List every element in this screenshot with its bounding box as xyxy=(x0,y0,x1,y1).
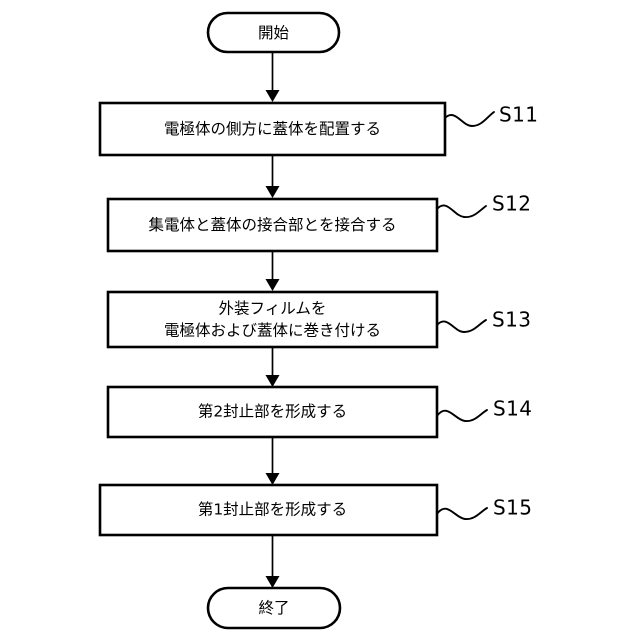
process-label-s13-line2: 電極体および蓋体に巻き付ける xyxy=(164,322,381,340)
end-terminal-label: 終了 xyxy=(258,599,289,617)
process-label-s15: 第1封止部を形成する xyxy=(198,501,347,519)
step-label-s13: S13 xyxy=(492,308,531,332)
process-label-s13-line1: 外装フィルムを xyxy=(219,300,327,318)
start-terminal-shape xyxy=(206,11,341,54)
step-label-s15: S15 xyxy=(493,496,532,520)
connector-s12-to-s13 xyxy=(265,251,280,291)
leader-line-s13 xyxy=(436,319,487,333)
connector-s13-to-s14 xyxy=(265,347,280,387)
arrow-head-icon xyxy=(265,375,280,387)
start-terminal-label: 開始 xyxy=(258,24,290,42)
arrow-head-icon xyxy=(265,473,280,485)
process-node-s11[interactable]: 電極体の側方に蓋体を配置する S11 xyxy=(98,101,538,157)
connector-s14-to-s15 xyxy=(265,437,280,485)
process-box-s13 xyxy=(106,290,439,349)
connector-s11-to-s12 xyxy=(265,155,280,198)
step-label-s12: S12 xyxy=(492,192,531,216)
process-label-s14: 第2封止部を形成する xyxy=(198,403,347,421)
process-box-s11 xyxy=(98,101,447,157)
process-node-s14[interactable]: 第2封止部を形成する S14 xyxy=(106,385,532,439)
process-label-s12: 集電体と蓋体の接合部とを接合する xyxy=(148,216,396,234)
leader-line-s15 xyxy=(436,507,488,520)
start-terminal-node[interactable]: 開始 xyxy=(206,11,341,54)
arrow-head-icon xyxy=(265,279,280,291)
leader-line-s14 xyxy=(436,409,488,422)
arrow-head-icon xyxy=(265,576,280,588)
connector-start-to-s11 xyxy=(265,52,280,102)
connector-s15-to-end xyxy=(265,535,280,588)
process-label-s11: 電極体の側方に蓋体を配置する xyxy=(164,120,381,138)
step-label-s11: S11 xyxy=(499,103,538,127)
step-label-s14: S14 xyxy=(493,397,532,421)
end-terminal-node[interactable]: 終了 xyxy=(206,586,342,630)
leader-line-s12 xyxy=(436,204,487,218)
end-terminal-shape xyxy=(206,586,342,630)
process-node-s12[interactable]: 集電体と蓋体の接合部とを接合する S12 xyxy=(106,192,531,253)
process-box-s15 xyxy=(98,483,439,537)
arrow-head-icon xyxy=(265,186,280,198)
process-node-s15[interactable]: 第1封止部を形成する S15 xyxy=(98,483,532,537)
arrow-head-icon xyxy=(265,90,280,102)
leader-line-s11 xyxy=(444,111,495,127)
process-node-s13[interactable]: 外装フィルムを 電極体および蓋体に巻き付ける S13 xyxy=(106,290,531,349)
